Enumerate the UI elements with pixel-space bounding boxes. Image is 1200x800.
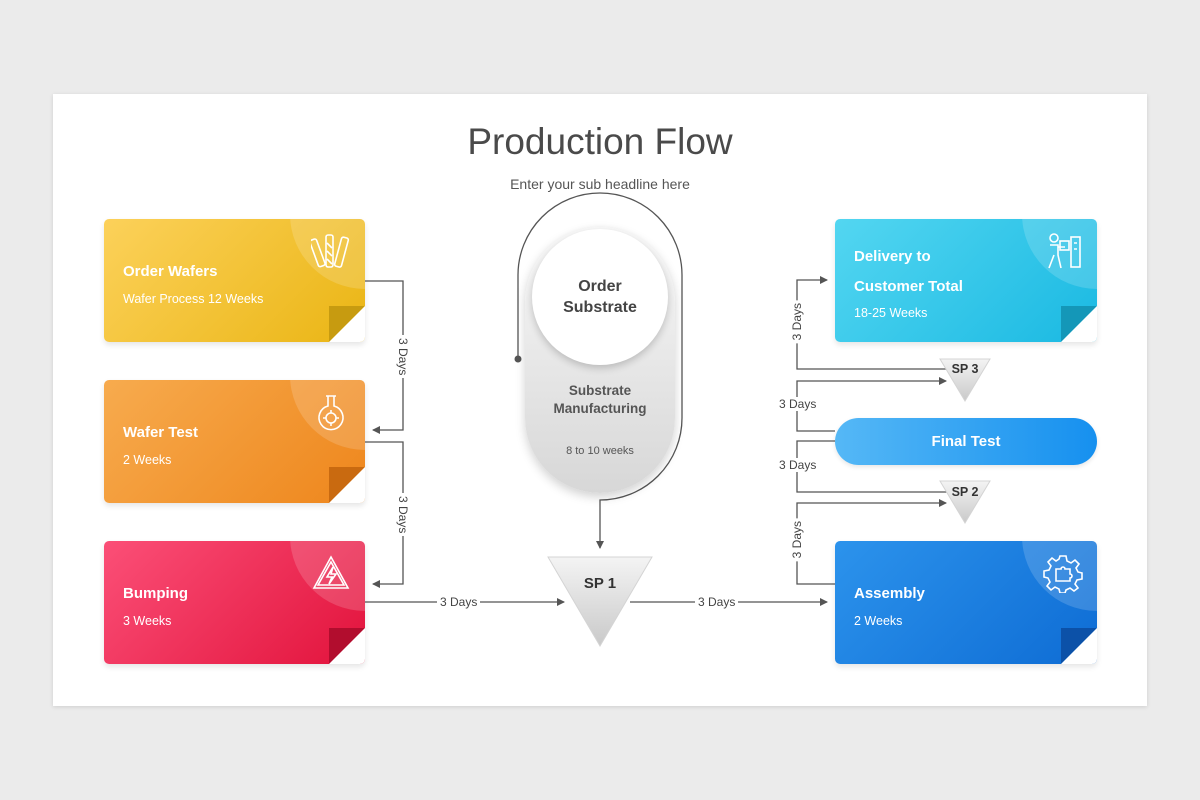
page-fold-corner: [1061, 306, 1097, 342]
label-final-to-sp3: 3 Days: [776, 397, 820, 411]
circle-line1: Order: [578, 278, 622, 295]
warning-icon: [312, 555, 350, 589]
gear-puzzle-icon: [1043, 555, 1083, 593]
page-title: Production Flow: [467, 121, 733, 162]
page-fold-corner: [1061, 628, 1097, 664]
card-subtitle: 3 Weeks: [123, 614, 172, 628]
station-sp2-label: SP 2: [951, 485, 979, 499]
label-sp1-to-assembly: 3 Days: [695, 595, 739, 609]
card-bumping[interactable]: Bumping 3 Weeks: [104, 541, 365, 664]
page-fold-corner: [329, 628, 365, 664]
page-subtitle: Enter your sub headline here: [510, 176, 690, 192]
card-title-line1: Delivery to: [854, 248, 931, 265]
card-delivery[interactable]: Delivery to Customer Total 18-25 Weeks: [835, 219, 1097, 342]
wafer-sticks-icon: [311, 234, 350, 268]
flask-icon: [318, 395, 344, 431]
card-title-line2: Customer Total: [854, 278, 963, 295]
card-subtitle: Wafer Process 12 Weeks: [123, 292, 264, 306]
label-sp3-to-delivery: 3 Days: [790, 300, 804, 344]
label-line1: Substrate: [568, 383, 632, 398]
card-order-wafers[interactable]: Order Wafers Wafer Process 12 Weeks: [104, 219, 365, 342]
label-bump-to-sp1: 3 Days: [437, 595, 481, 609]
label-sp2-to-final: 3 Days: [776, 458, 820, 472]
label-test-to-bump: 3 Days: [396, 493, 410, 537]
delivery-person-icon: [1048, 233, 1081, 269]
substrate-duration: 8 to 10 weeks: [566, 445, 634, 457]
card-title: Bumping: [123, 585, 188, 602]
label-order-to-test: 3 Days: [396, 335, 410, 379]
station-sp1-label: SP 1: [583, 575, 617, 592]
card-wafer-test[interactable]: Wafer Test 2 Weeks: [104, 380, 365, 503]
station-sp3-label: SP 3: [951, 362, 979, 376]
page-fold-corner: [329, 467, 365, 503]
card-subtitle: 2 Weeks: [854, 614, 903, 628]
card-assembly[interactable]: Assembly 2 Weeks: [835, 541, 1097, 664]
card-subtitle: 2 Weeks: [123, 453, 172, 467]
page-fold-corner: [329, 306, 365, 342]
order-substrate-circle[interactable]: Order Substrate: [532, 229, 668, 365]
card-title: Assembly: [854, 585, 925, 602]
final-test-pill[interactable]: Final Test: [835, 418, 1097, 465]
card-title: Order Wafers: [123, 263, 218, 280]
card-subtitle: 18-25 Weeks: [854, 306, 928, 320]
card-title: Wafer Test: [123, 424, 199, 441]
final-test-label: Final Test: [931, 433, 1001, 450]
label-assembly-to-sp2: 3 Days: [790, 518, 804, 562]
label-line2: Manufacturing: [553, 401, 647, 416]
substrate-manufacturing-label: Substrate Manufacturing: [525, 382, 675, 418]
circle-line2: Substrate: [563, 299, 637, 316]
